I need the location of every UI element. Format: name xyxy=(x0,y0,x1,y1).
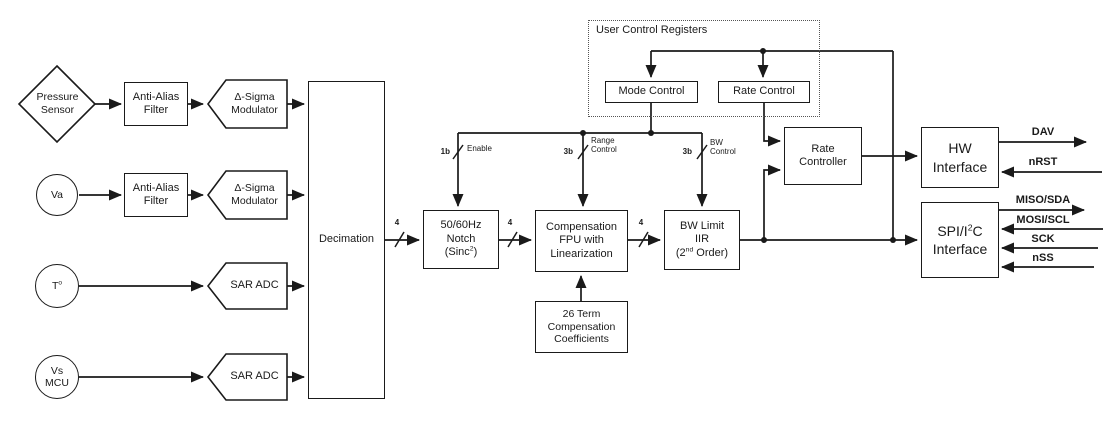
mosi-scl-signal-label: MOSI/SCL xyxy=(1016,214,1070,226)
label-line: Pressure xyxy=(36,91,79,104)
notch-bus-width-label: 4 xyxy=(507,218,513,227)
miso-sda-signal-label: MISO/SDA xyxy=(1015,194,1071,206)
anti-alias-filter-1-block: Anti-Alias Filter xyxy=(124,82,188,126)
label-line: Linearization xyxy=(550,247,613,260)
label-line: Control xyxy=(591,145,617,155)
label-line: MCU xyxy=(45,377,69,389)
va-input-node: Va xyxy=(36,174,78,216)
label-line: (2nd Order) xyxy=(675,246,729,259)
label-line: Interface xyxy=(932,241,988,257)
label-line: Decimation xyxy=(318,233,375,246)
label-line: Controller xyxy=(799,156,847,168)
compensation-coefficients-block: 26 Term Compensation Coefficients xyxy=(535,301,628,353)
label-line: Rate Control xyxy=(733,85,795,98)
sar-adc-2-block: SAR ADC xyxy=(222,354,287,400)
range-control-label: Range Control xyxy=(591,136,617,155)
label-line: 50/60Hz xyxy=(440,219,482,232)
label-line: BW xyxy=(710,138,723,147)
label-line: Mode Control xyxy=(618,85,685,98)
bw-control-label: BW Control xyxy=(710,138,736,157)
label-line: Anti-Alias xyxy=(132,90,180,103)
enable-bit-width-label: 1b xyxy=(440,147,450,156)
rate-controller-block: Rate Controller xyxy=(784,127,862,185)
nss-signal-label: nSS xyxy=(1032,252,1054,264)
delta-sigma-modulator-1-block: Δ-Sigma Modulator xyxy=(222,80,287,128)
label-line: SAR ADC xyxy=(230,279,279,292)
label-line: HW xyxy=(948,140,972,157)
delta-sigma-2-shape xyxy=(207,170,288,220)
label-line: SAR ADC xyxy=(230,370,279,383)
compensation-bus-width-label: 4 xyxy=(638,218,644,227)
label-line: 26 Term xyxy=(562,307,601,320)
range-bit-width-label: 3b xyxy=(563,147,573,156)
junction-dots xyxy=(580,48,896,243)
label-line: Interface xyxy=(932,158,988,175)
mode-control-register: Mode Control xyxy=(605,81,698,103)
label-line: (Sinc2) xyxy=(444,245,478,259)
bus-slash-marks xyxy=(394,144,708,248)
sck-signal-label: SCK xyxy=(1031,233,1055,245)
hw-interface-block: HW Interface xyxy=(921,127,999,188)
label-line: Filter xyxy=(143,104,169,116)
label-line: Modulator xyxy=(231,104,278,116)
label-line: BW Limit xyxy=(680,219,724,232)
label-line: Modulator xyxy=(231,195,278,207)
sar-adc-1-block: SAR ADC xyxy=(222,263,287,309)
enable-control-label: Enable xyxy=(467,144,492,153)
label-line: Sensor xyxy=(40,104,75,116)
label-line: Coefficients xyxy=(554,333,609,346)
label-line: IIR xyxy=(694,233,710,246)
user-control-registers-group xyxy=(588,20,820,117)
label-line: Filter xyxy=(143,195,169,207)
anti-alias-filter-2-block: Anti-Alias Filter xyxy=(124,173,188,217)
pressure-sensor-node: Pressure Sensor xyxy=(21,86,94,122)
label-line: Range xyxy=(591,136,615,145)
label-line: Anti-Alias xyxy=(132,181,180,194)
spi-i2c-interface-block: SPI/I2C Interface xyxy=(921,202,999,278)
delta-sigma-modulator-2-block: Δ-Sigma Modulator xyxy=(222,171,287,219)
label-line: Notch xyxy=(446,232,476,245)
flow-arrows xyxy=(79,51,1103,383)
user-control-registers-label: User Control Registers xyxy=(596,24,708,36)
label-line: Va xyxy=(50,188,64,201)
block-shapes xyxy=(17,64,288,401)
label-line: Δ-Sigma xyxy=(234,91,275,104)
label-line: Control xyxy=(710,147,736,157)
vs-mcu-input-node: Vs MCU xyxy=(35,355,79,399)
pressure-sensor-diamond xyxy=(17,64,97,144)
sar-adc-1-shape xyxy=(206,262,288,310)
label-line: SPI/I2C xyxy=(937,222,983,239)
bw-limit-iir-block: BW Limit IIR (2nd Order) xyxy=(664,210,740,270)
delta-sigma-1-shape xyxy=(207,79,288,129)
rate-control-register: Rate Control xyxy=(718,81,810,103)
label-line: Rate xyxy=(811,142,835,155)
sar-adc-2-shape xyxy=(206,353,288,401)
label-line: Δ-Sigma xyxy=(234,182,275,195)
label-line: Compensation xyxy=(547,320,616,333)
dav-signal-label: DAV xyxy=(1031,126,1055,138)
nrst-signal-label: nRST xyxy=(1028,156,1058,168)
label-line: FPU with xyxy=(559,234,604,247)
label-line: To xyxy=(51,279,63,292)
bw-bit-width-label: 3b xyxy=(682,147,692,156)
notch-filter-block: 50/60Hz Notch (Sinc2) xyxy=(423,210,499,269)
compensation-fpu-block: Compensation FPU with Linearization xyxy=(535,210,628,272)
decimation-block: Decimation xyxy=(308,81,385,399)
label-line: Compensation xyxy=(546,220,617,233)
temperature-input-node: To xyxy=(35,264,79,308)
decimation-bus-width-label: 4 xyxy=(394,218,400,227)
label-line: Vs xyxy=(50,364,64,377)
